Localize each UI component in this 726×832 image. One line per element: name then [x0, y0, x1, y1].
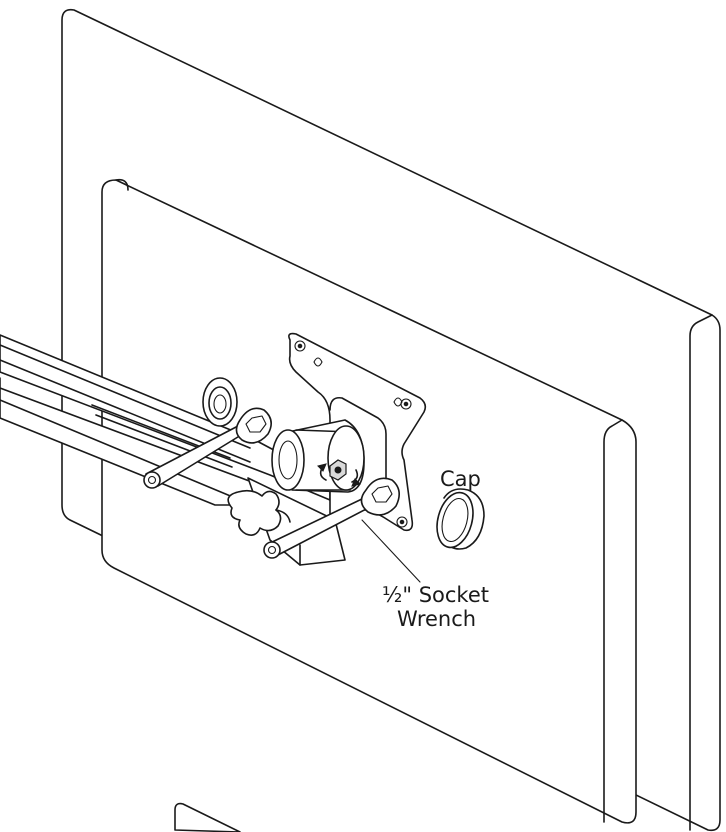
- stand-foot: [174, 802, 241, 832]
- socket-wrench-label-line1: ½" Socket: [382, 583, 489, 607]
- wrench-leader-line: [361, 519, 421, 583]
- socket-wrench-lower: [263, 477, 400, 559]
- socket-wrench-upper: [143, 407, 272, 489]
- cap-label: Cap: [440, 467, 481, 491]
- tension-knob: [227, 489, 291, 536]
- socket-wrench-label-line2: Wrench: [397, 607, 476, 631]
- tilt-hub: [271, 419, 365, 493]
- collar-ring: [202, 377, 238, 427]
- cap-part: [436, 488, 485, 550]
